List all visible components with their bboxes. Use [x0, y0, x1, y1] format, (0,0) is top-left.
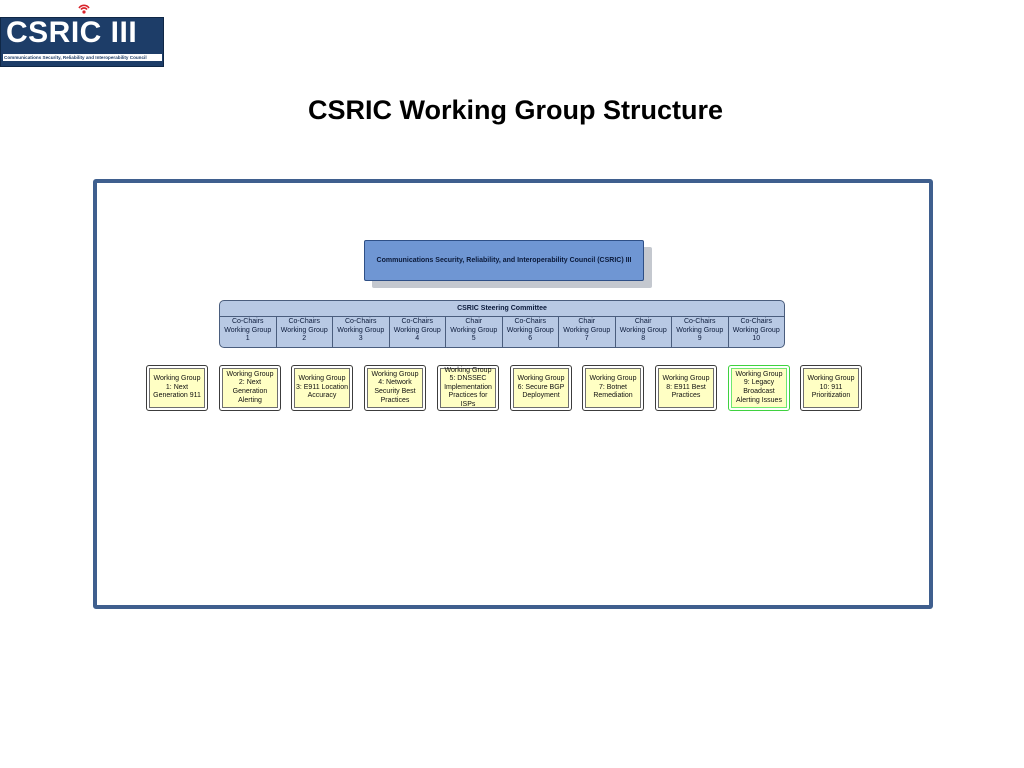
steering-cell-role: Co-Chairs	[344, 318, 377, 325]
steering-cell-role: Chair	[634, 318, 652, 325]
working-group-box: Working Group 9: Legacy Broadcast Alerti…	[728, 365, 790, 411]
working-group-box: Working Group 6: Secure BGP Deployment	[510, 365, 572, 411]
working-group-box: Working Group 3: E911 Location Accuracy	[291, 365, 353, 411]
steering-cell-num: 9	[697, 335, 702, 342]
steering-cell-group: Working Group	[393, 326, 441, 334]
steering-cell-role: Co-Chairs	[740, 318, 772, 325]
steering-title: CSRIC Steering Committee	[220, 301, 784, 317]
steering-cell-num: 6	[528, 335, 533, 342]
steering-cell-group: Working Group	[337, 326, 385, 334]
steering-cell-num: 4	[415, 335, 420, 342]
steering-cell-role: Chair	[578, 318, 596, 325]
steering-cell-role: Co-Chairs	[514, 318, 546, 325]
working-group-box: Working Group 2: Next Generation Alertin…	[219, 365, 281, 411]
steering-cell-group: Working Group	[676, 326, 724, 334]
page-title: CSRIC Working Group Structure	[307, 95, 724, 125]
steering-cell-role: Co-Chairs	[683, 318, 716, 325]
steering-cell-group: Working Group	[450, 326, 498, 334]
working-group-box: Working Group 7: Botnet Remediation	[582, 365, 644, 411]
working-group-box: Working Group 5: DNSSEC Implementation P…	[437, 365, 499, 411]
steering-cell-num: 2	[302, 335, 307, 342]
working-group-box: Working Group 8: E911 Best Practices	[655, 365, 717, 411]
steering-cell-num: 5	[471, 335, 476, 342]
working-group-box: Working Group 4: Network Security Best P…	[364, 365, 426, 411]
steering-cell-role: Co-Chairs	[288, 318, 320, 325]
steering-cell-group: Working Group	[732, 326, 780, 334]
council-node: Communications Security, Reliability, an…	[364, 240, 644, 281]
steering-cell-group: Working Group	[563, 326, 611, 334]
signal-icon	[78, 4, 90, 14]
logo-text: CSRIC III	[6, 16, 138, 49]
csric-logo: CSRIC III Communications Security, Relia…	[0, 0, 164, 67]
working-group-box: Working Group 10: 911 Prioritization	[800, 365, 862, 411]
steering-cell-role: Co-Chairs	[231, 318, 264, 325]
logo-subtitle: Communications Security, Reliability and…	[3, 54, 162, 61]
steering-cell-num: 1	[245, 335, 250, 342]
steering-cell-group: Working Group	[224, 326, 272, 334]
steering-cell-role: Co-Chairs	[401, 318, 433, 325]
steering-cell-num: 3	[358, 335, 363, 342]
steering-cell-group: Working Group	[506, 326, 554, 334]
steering-cell-num: 10	[752, 335, 761, 342]
steering-cell-num: 8	[641, 335, 646, 342]
working-group-box: Working Group 1: Next Generation 911	[146, 365, 208, 411]
steering-cell-group: Working Group	[619, 326, 667, 334]
steering-cell-group: Working Group	[280, 326, 328, 334]
steering-cell-role: Chair	[465, 318, 483, 325]
steering-cell-num: 7	[584, 335, 589, 342]
